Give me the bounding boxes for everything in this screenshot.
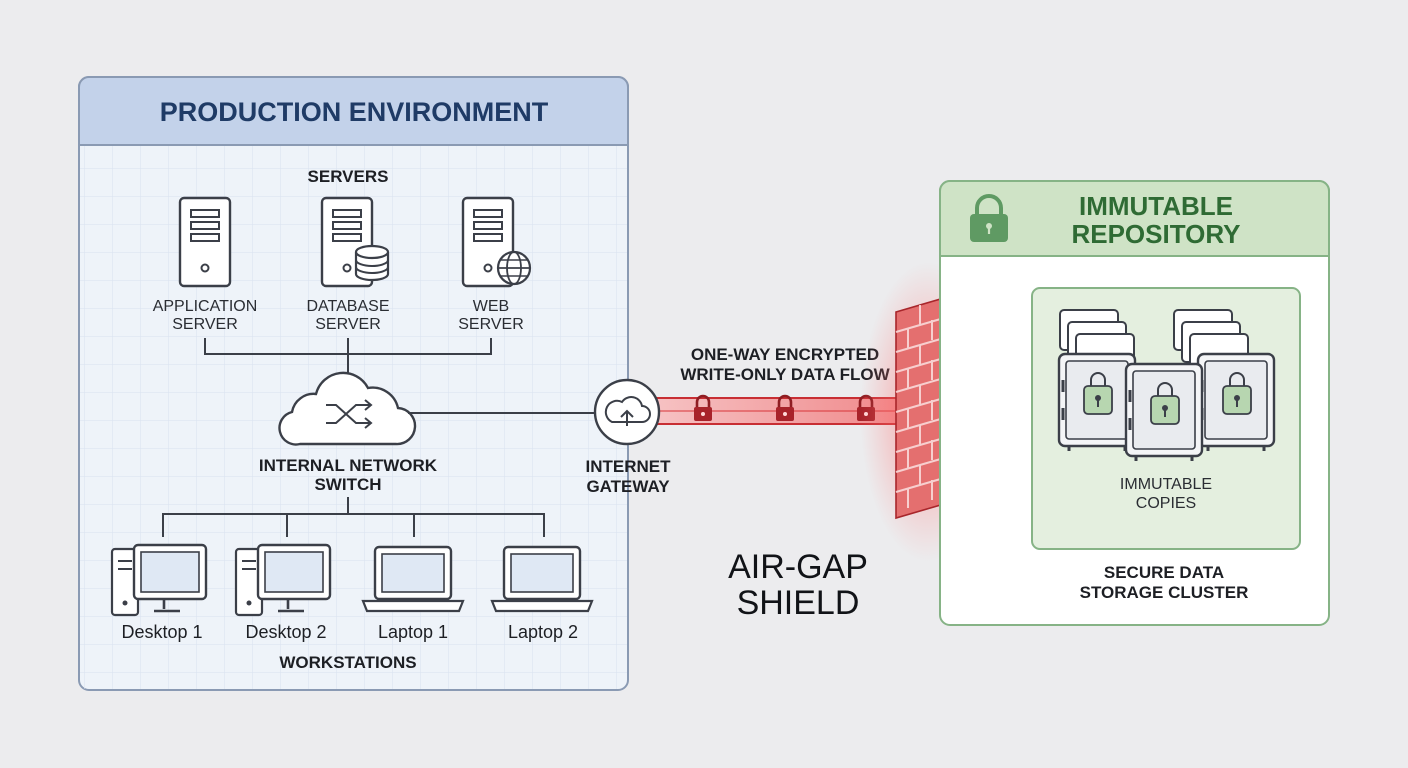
flow-label-line2: WRITE-ONLY DATA FLOW — [680, 365, 890, 384]
safe-vault-icon — [1057, 352, 1137, 453]
safe-vault-icon — [1196, 352, 1276, 453]
air-gap-line1: AIR-GAP — [728, 548, 868, 586]
laptop-icon — [361, 545, 465, 613]
gateway-label-line1: INTERNET — [586, 457, 672, 476]
storage-cluster: IMMUTABLE COPIES — [1031, 287, 1301, 550]
workstation-label: Laptop 2 — [508, 622, 578, 642]
repository-title-line2: REPOSITORY — [1071, 219, 1240, 249]
workstation-label: Desktop 1 — [121, 622, 202, 642]
server-label-line1: WEB — [473, 298, 509, 315]
workstation-connectors — [162, 497, 545, 537]
server-label-line1: DATABASE — [307, 298, 390, 315]
servers-heading: SERVERS — [308, 167, 389, 186]
upload-cloud-icon — [593, 378, 661, 446]
repository-title-line1: IMMUTABLE — [1079, 191, 1233, 221]
copies-label-line2: COPIES — [1136, 495, 1196, 512]
workstation-desktop-1: Desktop 1 — [110, 543, 208, 642]
server-database: DATABASE SERVER — [307, 196, 390, 333]
workstation-label: Laptop 1 — [378, 622, 448, 642]
switch-label-line2: SWITCH — [314, 475, 381, 494]
server-icon — [178, 196, 232, 288]
cloud-switch-icon — [278, 371, 417, 446]
gateway-label-line2: GATEWAY — [586, 477, 670, 496]
production-title: PRODUCTION ENVIRONMENT — [160, 97, 549, 127]
server-label-line1: APPLICATION — [153, 298, 258, 315]
air-gap-line2: SHIELD — [737, 584, 860, 622]
workstation-laptop-2: Laptop 2 — [490, 545, 594, 642]
cluster-label-line2: STORAGE CLUSTER — [1080, 583, 1249, 602]
cluster-label-line1: SECURE DATA — [1104, 563, 1224, 582]
server-application: APPLICATION SERVER — [153, 196, 258, 333]
globe-icon — [496, 250, 532, 286]
server-label-line2: SERVER — [172, 316, 238, 333]
lock-icon — [970, 194, 1008, 242]
server-label-line2: SERVER — [458, 316, 524, 333]
safe-vault-icon — [1124, 362, 1204, 463]
server-label-line2: SERVER — [315, 316, 381, 333]
switch-label-line1: INTERNAL NETWORK — [259, 456, 438, 475]
workstations-heading: WORKSTATIONS — [279, 653, 416, 672]
server-connectors — [204, 338, 492, 375]
workstation-label: Desktop 2 — [245, 622, 326, 642]
workstation-laptop-1: Laptop 1 — [361, 545, 465, 642]
server-web: WEB SERVER — [458, 196, 532, 333]
workstation-desktop-2: Desktop 2 — [234, 543, 332, 642]
database-icon — [354, 244, 390, 282]
data-flow-pipe — [649, 394, 899, 425]
copies-label-line1: IMMUTABLE — [1120, 476, 1212, 493]
flow-label-line1: ONE-WAY ENCRYPTED — [691, 345, 879, 364]
laptop-icon — [490, 545, 594, 613]
